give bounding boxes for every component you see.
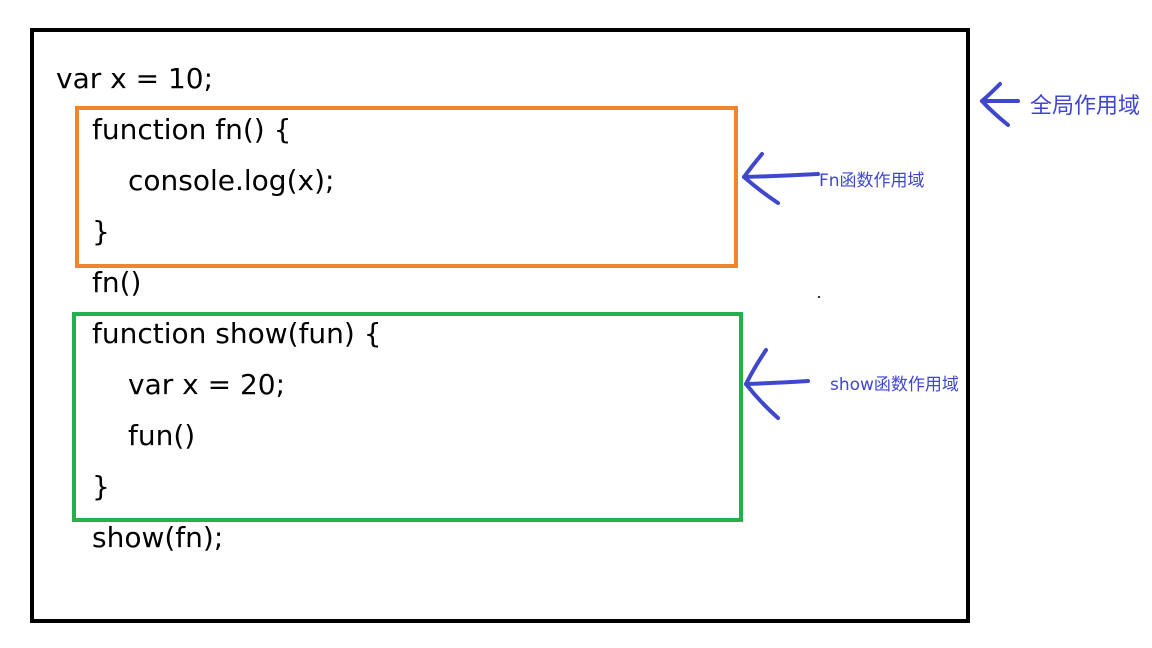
code-line-function-show: function show(fun) { (92, 317, 382, 350)
code-line-var-x-10: var x = 10; (56, 62, 214, 95)
code-line-fn-call: fn() (92, 266, 142, 299)
code-line-fn-close-brace: } (92, 215, 110, 248)
fn-scope-label: Fn函数作用域 (819, 171, 925, 191)
fn-scope-arrow-icon (742, 152, 820, 205)
show-scope-box (72, 312, 743, 522)
fn-scope-box (75, 106, 738, 268)
global-scope-arrow-icon (980, 82, 1020, 127)
code-line-console-log: console.log(x); (128, 164, 335, 197)
show-scope-arrow-icon (744, 348, 810, 420)
code-line-show-close-brace: } (92, 470, 110, 503)
show-scope-label: show函数作用域 (830, 375, 959, 395)
code-line-show-call: show(fn); (92, 521, 224, 554)
code-line-fun-call: fun() (128, 419, 196, 452)
stray-dot (818, 296, 820, 298)
global-scope-box (30, 28, 970, 623)
code-line-var-x-20: var x = 20; (128, 368, 286, 401)
code-line-function-fn: function fn() { (92, 113, 292, 146)
global-scope-label: 全局作用域 (1030, 94, 1141, 119)
